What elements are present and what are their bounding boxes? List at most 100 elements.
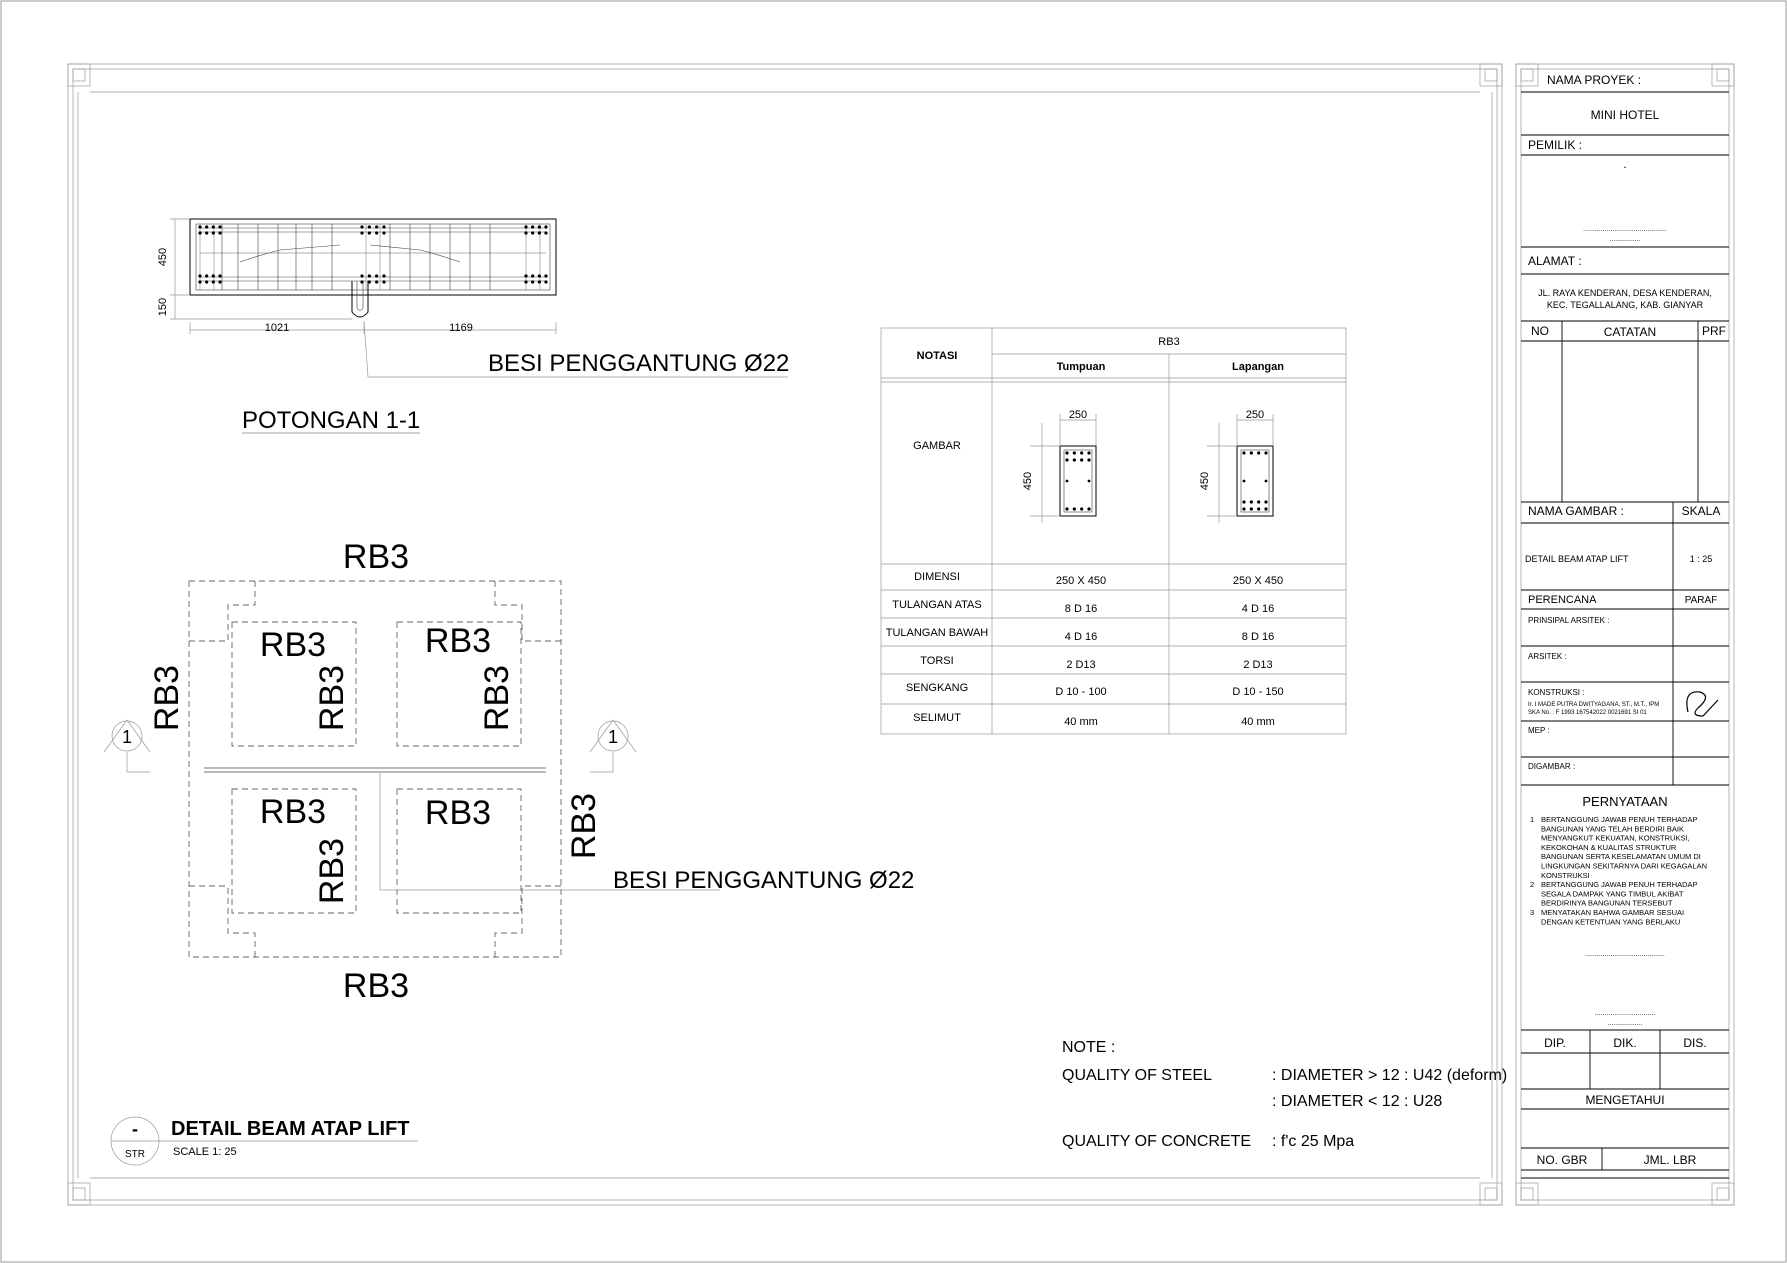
tb-paraf-label: PARAF bbox=[1685, 595, 1718, 606]
beam-section-dimensions: 450 150 1021 1169 bbox=[157, 218, 557, 334]
schedule-beam-header: RB3 bbox=[1158, 336, 1179, 348]
rebar-dot bbox=[205, 225, 209, 229]
thumb2-width: 250 bbox=[1246, 409, 1264, 421]
rebar-dot bbox=[1072, 458, 1076, 462]
tb-address-2: KEC. TEGALLALANG, KAB. GIANYAR bbox=[1547, 300, 1704, 310]
tb-architect-label: ARSITEK : bbox=[1528, 652, 1567, 661]
rebar-dot bbox=[375, 225, 379, 229]
statement-line: BERDIRINYA BANGUNAN TERSEBUT bbox=[1541, 899, 1673, 908]
tb-statement-sig-line: ........................................… bbox=[1585, 951, 1665, 958]
schedule-row-lapangan: 2 D13 bbox=[1243, 659, 1272, 671]
rebar-dot bbox=[211, 280, 215, 284]
rebar-dot bbox=[218, 231, 222, 235]
rebar-dot bbox=[524, 225, 528, 229]
statement-line: BANGUNAN YANG TELAH BERDIRI BAIK bbox=[1541, 824, 1684, 833]
hanger-label: BESI PENGGANTUNG Ø22 bbox=[488, 350, 789, 377]
schedule-row-label: TULANGAN ATAS bbox=[892, 599, 981, 611]
beam-plan-drawing bbox=[103, 580, 720, 958]
rebar-dot bbox=[1065, 507, 1069, 511]
rebar-dot bbox=[360, 225, 364, 229]
statement-line: BANGUNAN SERTA KESELAMATAN UMUM DI bbox=[1541, 852, 1701, 861]
rebar-dot bbox=[360, 280, 364, 284]
plan-hanger-label: BESI PENGGANTUNG Ø22 bbox=[613, 867, 914, 894]
tb-construction-label: KONSTRUKSI : bbox=[1528, 688, 1584, 697]
beam-schedule-table bbox=[880, 327, 1347, 735]
schedule-row-tumpuan: 4 D 16 bbox=[1065, 631, 1097, 643]
thumb1-width: 250 bbox=[1069, 409, 1087, 421]
schedule-row-label: TULANGAN BAWAH bbox=[886, 627, 989, 639]
tb-principal-label: PRINSIPAL ARSITEK : bbox=[1528, 616, 1609, 625]
plan-label-q1: RB3 bbox=[260, 626, 326, 664]
rebar-dot bbox=[367, 231, 371, 235]
plan-label-q1-v: RB3 bbox=[313, 665, 351, 731]
schedule-row-label: TORSI bbox=[920, 655, 953, 667]
rebar-dot bbox=[382, 225, 386, 229]
note-concrete-label: QUALITY OF CONCRETE bbox=[1062, 1133, 1251, 1150]
tb-address-label: ALAMAT : bbox=[1528, 254, 1582, 268]
rebar-dot bbox=[1087, 507, 1091, 511]
rebar-dot bbox=[1242, 507, 1246, 511]
schedule-row-lapangan: 4 D 16 bbox=[1242, 603, 1274, 615]
rebar-dot bbox=[198, 274, 202, 278]
rebar-dot bbox=[1249, 507, 1253, 511]
tb-dis-label: DIS. bbox=[1683, 1036, 1706, 1050]
tb-statement-sig-line3: .................. bbox=[1607, 1020, 1642, 1027]
statement-line: KEKOKOHAN & KUALITAS STRUKTUR bbox=[1541, 843, 1677, 852]
hanger-leader bbox=[363, 320, 788, 378]
note-steel-label: QUALITY OF STEEL bbox=[1062, 1067, 1212, 1084]
tb-planner-label: PERENCANA bbox=[1528, 594, 1597, 606]
note-heading: NOTE : bbox=[1062, 1039, 1115, 1056]
plan-label-q2-v: RB3 bbox=[478, 665, 516, 731]
schedule-gambar-label: GAMBAR bbox=[913, 440, 961, 452]
rebar-dot bbox=[531, 231, 535, 235]
drawing-number: - bbox=[132, 1119, 138, 1139]
tb-statement-title: PERNYATAAN bbox=[1582, 794, 1667, 809]
tb-owner-sig-line2: ................ bbox=[1609, 236, 1640, 243]
schedule-row-label: DIMENSI bbox=[914, 571, 960, 583]
rebar-dot bbox=[375, 280, 379, 284]
rebar-dot bbox=[1065, 451, 1069, 455]
rebar-dot bbox=[205, 274, 209, 278]
rebar-dot bbox=[211, 225, 215, 229]
note-concrete-value: : f'c 25 Mpa bbox=[1272, 1133, 1354, 1150]
rebar-dot bbox=[1264, 500, 1268, 504]
rebar-dot bbox=[218, 225, 222, 229]
rebar-dot bbox=[367, 274, 371, 278]
rebar-dot bbox=[198, 231, 202, 235]
tb-sheet-count-label: JML. LBR bbox=[1644, 1153, 1697, 1167]
plan-label-right: RB3 bbox=[565, 793, 603, 859]
schedule-row-tumpuan: 2 D13 bbox=[1066, 659, 1095, 671]
drawing-title: DETAIL BEAM ATAP LIFT bbox=[171, 1118, 410, 1140]
plan-label-q3: RB3 bbox=[260, 793, 326, 831]
tb-drafted-label: DIGAMBAR : bbox=[1528, 762, 1575, 771]
tb-sheet-no-label: NO. GBR bbox=[1537, 1153, 1588, 1167]
schedule-row-lapangan: D 10 - 150 bbox=[1232, 686, 1283, 698]
rebar-dot bbox=[198, 225, 202, 229]
tb-owner-sig-line: ........................................… bbox=[1583, 226, 1667, 233]
statement-line: BERTANGGUNG JAWAB PENUH TERHADAP bbox=[1541, 815, 1698, 824]
rebar-dot bbox=[205, 280, 209, 284]
rebar-dot bbox=[367, 280, 371, 284]
tb-owner-name: . bbox=[1623, 157, 1626, 171]
tb-project-name: MINI HOTEL bbox=[1591, 108, 1660, 122]
rebar-dot bbox=[1065, 458, 1069, 462]
rebar-dot bbox=[544, 225, 548, 229]
rebar-dot bbox=[1242, 451, 1246, 455]
statement-line: DENGAN KETENTUAN YANG BERLAKU bbox=[1541, 917, 1680, 926]
plan-label-top: RB3 bbox=[343, 538, 409, 576]
rebar-dot bbox=[375, 274, 379, 278]
rebar-dot bbox=[537, 231, 541, 235]
schedule-row-tumpuan: 40 mm bbox=[1064, 716, 1098, 728]
section-thumb-tumpuan bbox=[1030, 414, 1097, 523]
section-title: POTONGAN 1-1 bbox=[242, 407, 420, 434]
rebar-dot bbox=[531, 225, 535, 229]
rebar-dot bbox=[382, 274, 386, 278]
rebar-dot bbox=[367, 225, 371, 229]
tb-approval-label: MENGETAHUI bbox=[1585, 1093, 1664, 1107]
rebar-dot bbox=[205, 231, 209, 235]
statement-line: MENYATAKAN BAHWA GAMBAR SESUAI bbox=[1541, 908, 1684, 917]
drawing-title-bubble bbox=[110, 1116, 418, 1166]
